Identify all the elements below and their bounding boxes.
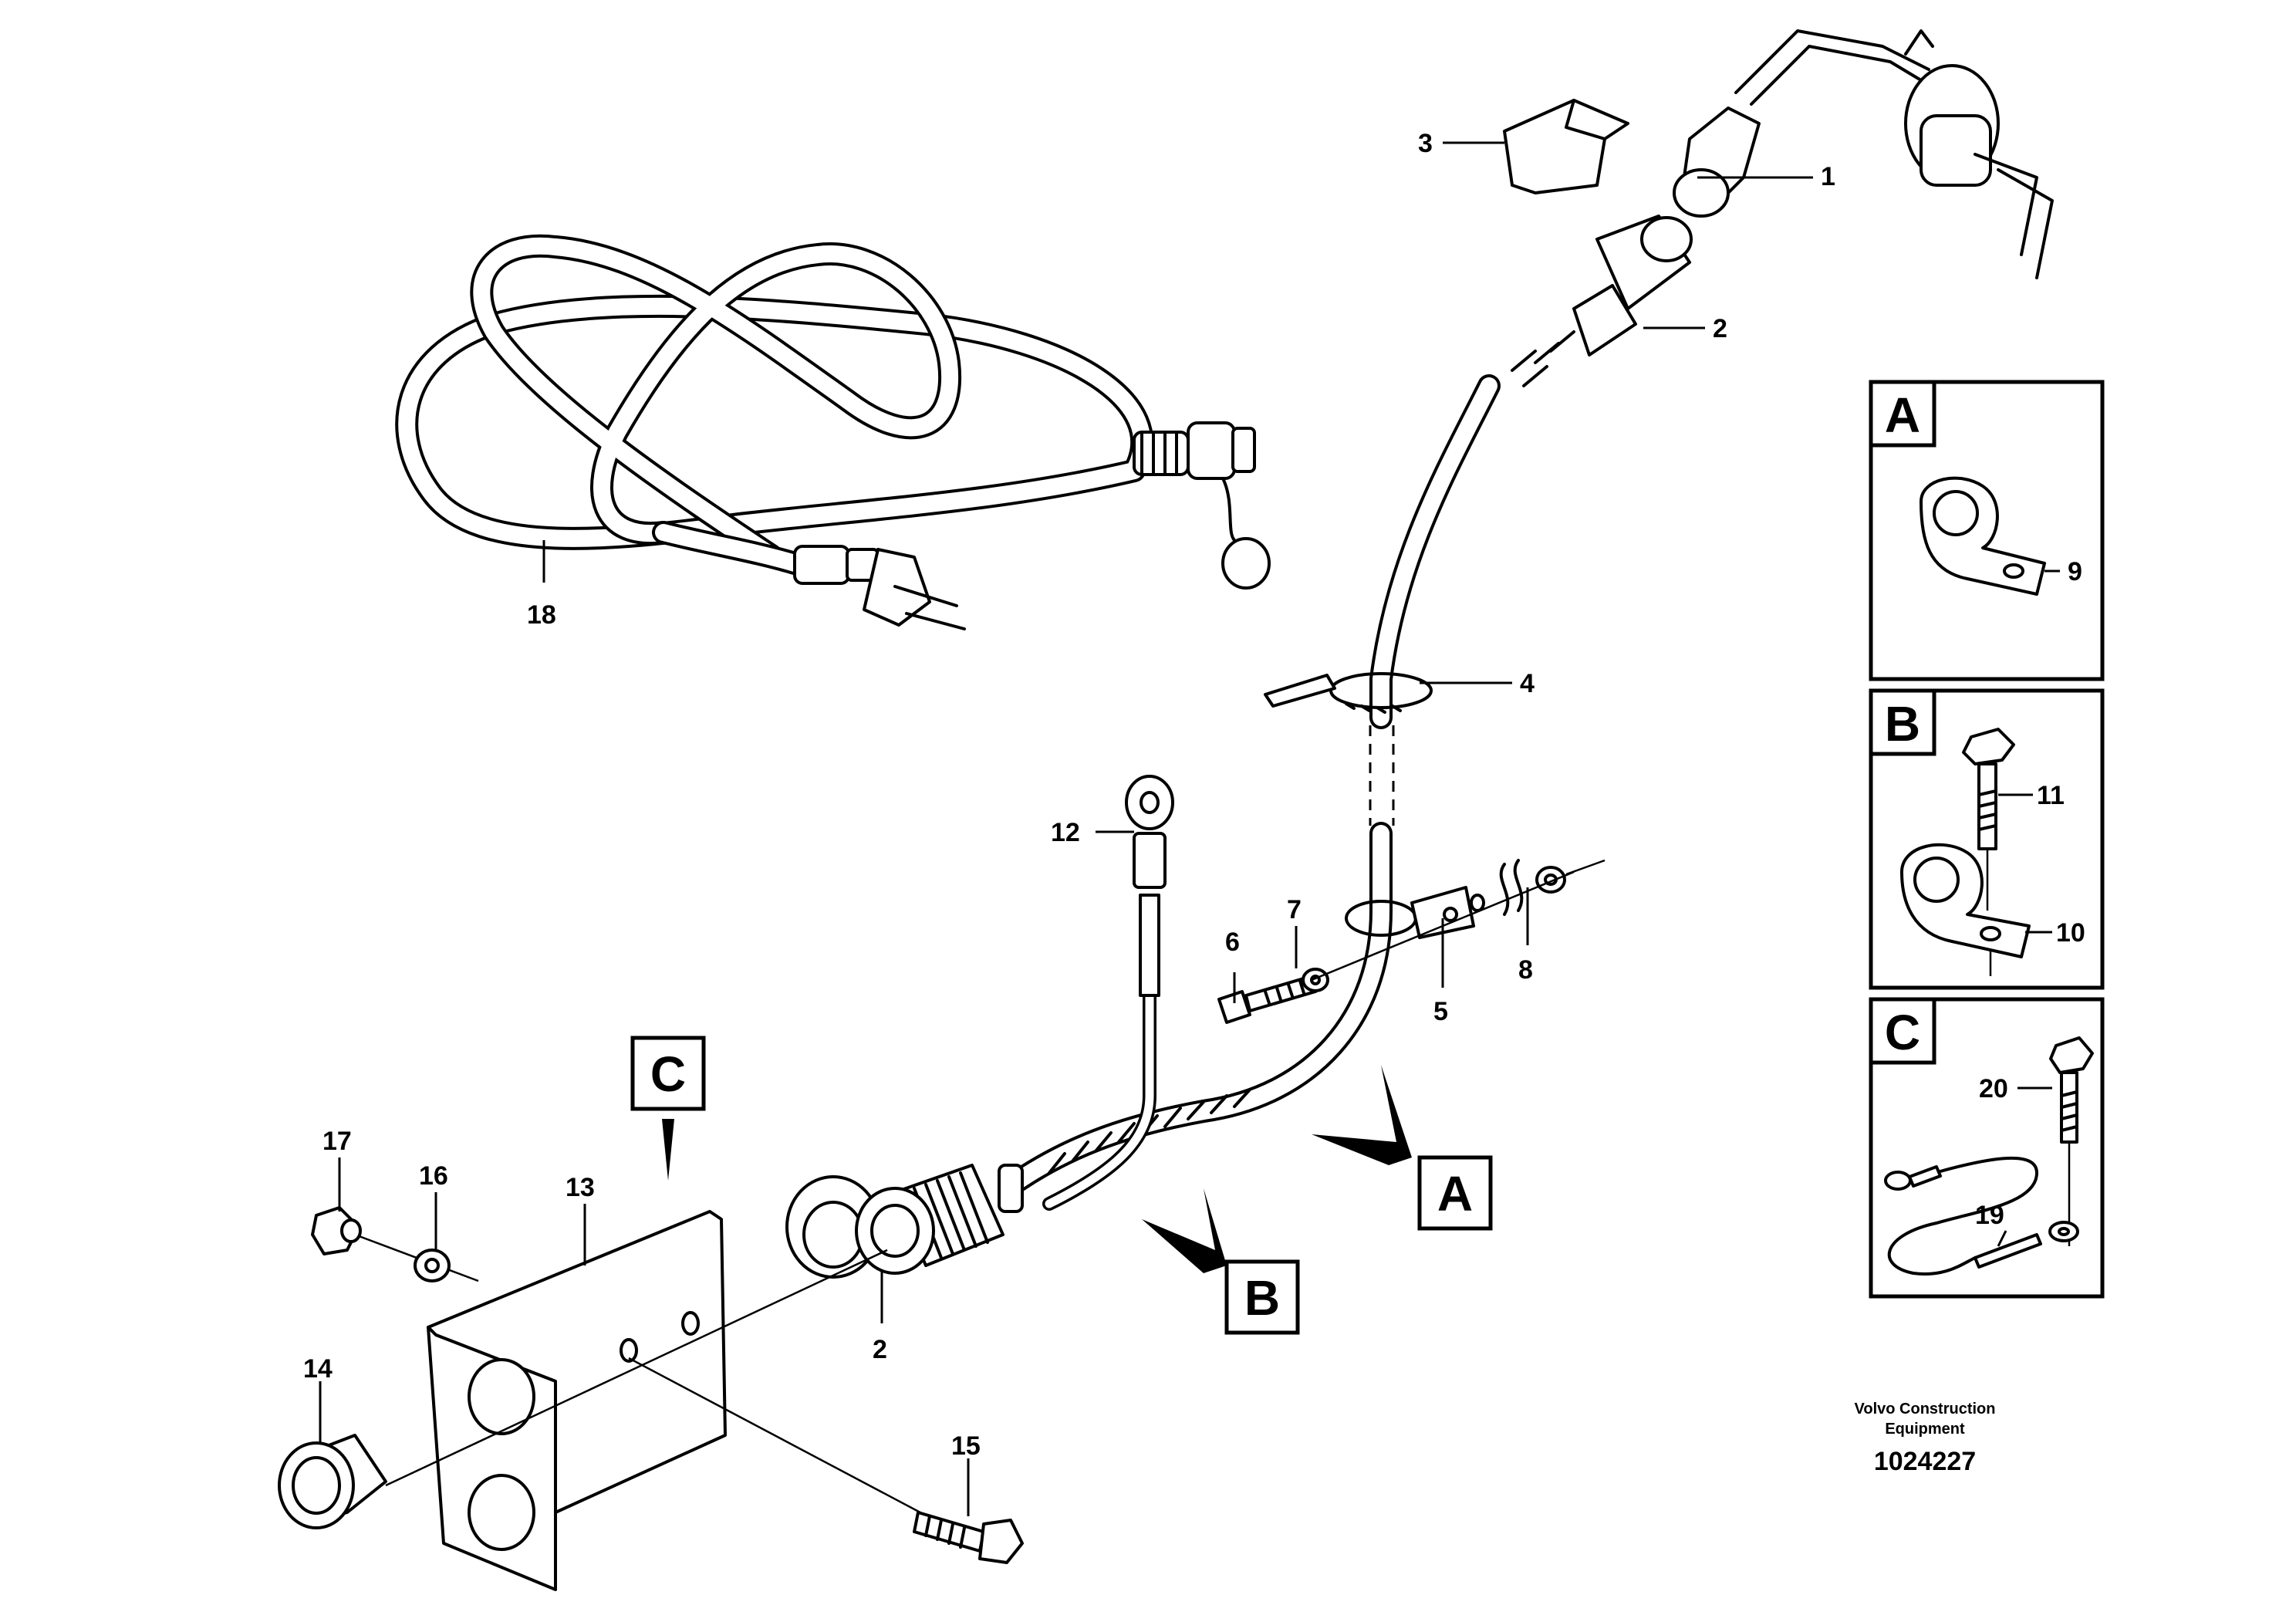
- callout-14: 14: [303, 1354, 333, 1384]
- part-2-plug-top: [1511, 215, 1693, 387]
- part-9-clamp: [1920, 476, 2046, 596]
- callout-4: 4: [1520, 669, 1535, 698]
- part-16-washer: [414, 1249, 451, 1282]
- part-15-bolt: [913, 1511, 1024, 1564]
- callout-17: 17: [322, 1127, 352, 1156]
- svg-text:C: C: [1885, 1005, 1920, 1060]
- part-8-washer: [1470, 859, 1566, 916]
- callout-7: 7: [1287, 895, 1302, 924]
- view-marker-c: C: [630, 1036, 706, 1181]
- part-2-socket-lower: [785, 1164, 1024, 1279]
- part-19-ground-lead: [1884, 1156, 2079, 1276]
- footer: Volvo Construction Equipment 1024227: [1855, 1401, 1996, 1476]
- drawing-number: 1024227: [1874, 1447, 1976, 1476]
- callout-13: 13: [566, 1173, 595, 1202]
- part-20-bolt: [2049, 1036, 2094, 1246]
- part-14-cap: [278, 1434, 387, 1529]
- leader-lines: [319, 141, 1813, 1516]
- detail-box-c: C 20 19: [1869, 997, 2105, 1299]
- callout-8: 8: [1518, 955, 1533, 985]
- callout-11: 11: [2037, 781, 2065, 810]
- callout-15: 15: [951, 1431, 981, 1461]
- svg-text:B: B: [1244, 1270, 1280, 1326]
- detail-box-a: A 9: [1869, 380, 2105, 681]
- callout-10: 10: [2056, 918, 2085, 948]
- part-5-clamp: [1345, 886, 1475, 939]
- callout-1: 1: [1821, 162, 1835, 191]
- svg-text:A: A: [1437, 1166, 1473, 1222]
- part-13-bracket: [427, 1210, 727, 1591]
- part-10-clamp: [1900, 843, 2031, 958]
- part-4-cable-tie: [1264, 672, 1433, 714]
- callout-3: 3: [1418, 129, 1433, 158]
- svg-text:C: C: [650, 1046, 686, 1102]
- part-18-extension-cable: [395, 234, 1271, 630]
- callout-6: 6: [1225, 928, 1240, 957]
- callout-2-lower: 2: [873, 1335, 887, 1364]
- part-1-connector: [1673, 29, 2054, 279]
- callout-9: 9: [2068, 557, 2082, 586]
- callout-numbers: 1 2 3 4 5 6 7 8 12 13 14 15 16 17 18 2: [303, 129, 1835, 1461]
- callout-18: 18: [527, 600, 556, 630]
- callout-20: 20: [1979, 1074, 2008, 1103]
- callout-19: 19: [1975, 1201, 2004, 1230]
- part-3-clip: [1503, 99, 1629, 194]
- callout-16: 16: [419, 1161, 448, 1191]
- view-marker-a: A: [1312, 1065, 1493, 1231]
- part-7-washer: [1302, 968, 1329, 992]
- part-11-bolt: [1962, 728, 2015, 911]
- company-line-2: Equipment: [1885, 1421, 1965, 1438]
- callout-12: 12: [1051, 818, 1080, 847]
- part-17-nut: [311, 1206, 362, 1255]
- svg-text:B: B: [1885, 696, 1920, 752]
- main-cable: [1007, 374, 1501, 1211]
- company-line-1: Volvo Construction: [1855, 1401, 1996, 1418]
- callout-2-top: 2: [1713, 314, 1727, 343]
- view-marker-b: B: [1142, 1188, 1300, 1335]
- svg-text:A: A: [1885, 387, 1920, 443]
- callout-5: 5: [1433, 997, 1448, 1026]
- detail-box-b: B 11 10: [1869, 688, 2105, 990]
